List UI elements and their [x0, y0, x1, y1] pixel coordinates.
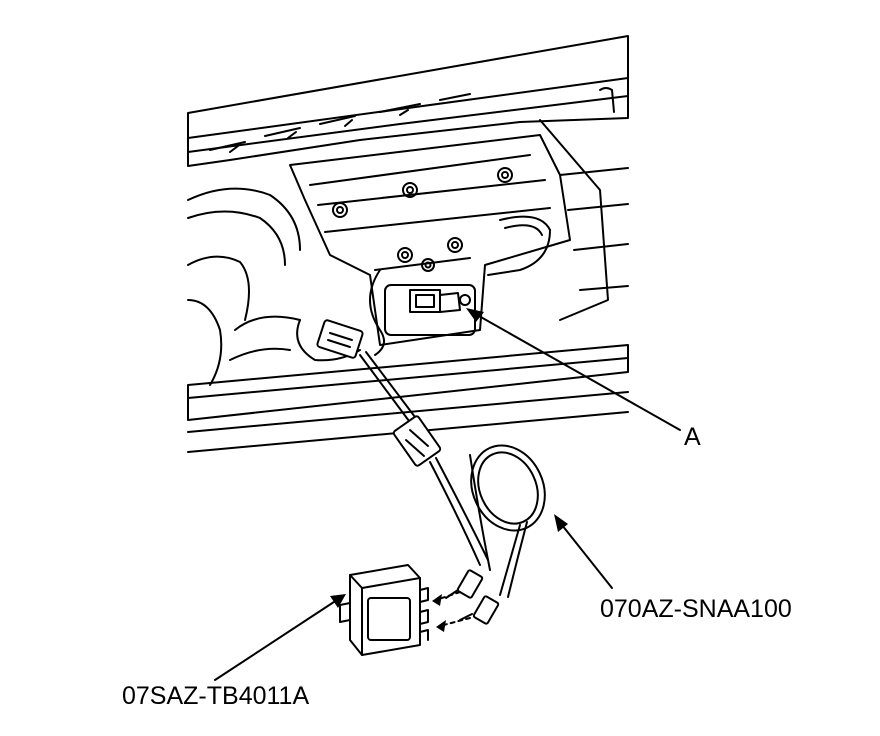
connector-a: [409, 289, 471, 313]
harness-plugs: [445, 569, 500, 625]
callout-label-a: A: [684, 423, 701, 451]
insertion-arrowheads: [432, 594, 446, 632]
right-side-panel: [539, 119, 629, 321]
dashboard-upper-panel: [187, 35, 629, 167]
leader-lines: [214, 311, 681, 681]
test-harness: [359, 351, 546, 598]
control-unit: [339, 564, 429, 656]
mounting-bracket: [289, 134, 571, 346]
left-duct: [187, 187, 301, 386]
callout-label-unit: 07SAZ-TB4011A: [122, 682, 310, 710]
leader-arrowheads: [330, 308, 568, 608]
callout-label-harness: 070AZ-SNAA100: [600, 595, 792, 623]
vehicle-connector: [296, 269, 385, 362]
